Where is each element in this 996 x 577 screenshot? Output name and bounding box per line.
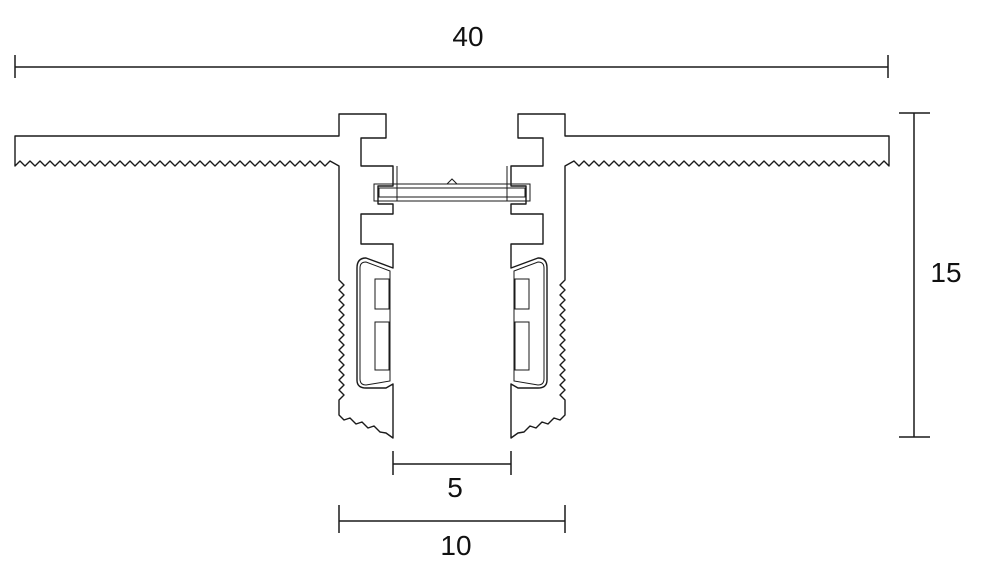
insert-strip-outer bbox=[373, 183, 531, 202]
dimension-slot-width-label: 5 bbox=[447, 472, 463, 503]
left-gasket-cell-upper bbox=[374, 278, 390, 310]
dimension-body-width: 10 bbox=[338, 505, 566, 561]
right-gasket bbox=[513, 261, 545, 386]
profile-right-half bbox=[510, 113, 890, 439]
insert-center-notch bbox=[446, 178, 458, 185]
dimension-overall-width-label: 40 bbox=[452, 21, 483, 52]
dimension-body-width-label: 10 bbox=[440, 530, 471, 561]
right-gasket-cell-lower bbox=[514, 321, 530, 371]
left-gasket bbox=[359, 261, 391, 386]
insert-strip-inner bbox=[378, 187, 526, 198]
dimension-overall-width: 40 bbox=[14, 21, 889, 78]
dimension-height: 15 bbox=[899, 112, 962, 438]
right-flange-outline bbox=[510, 113, 890, 439]
left-flange-outline bbox=[14, 113, 394, 439]
dimension-slot-width: 5 bbox=[392, 451, 512, 503]
profile-left-half bbox=[14, 113, 394, 439]
center-insert bbox=[373, 166, 531, 202]
left-gasket-cell-lower bbox=[374, 321, 390, 371]
dimension-height-label: 15 bbox=[930, 257, 961, 288]
right-gasket-cell-upper bbox=[514, 278, 530, 310]
